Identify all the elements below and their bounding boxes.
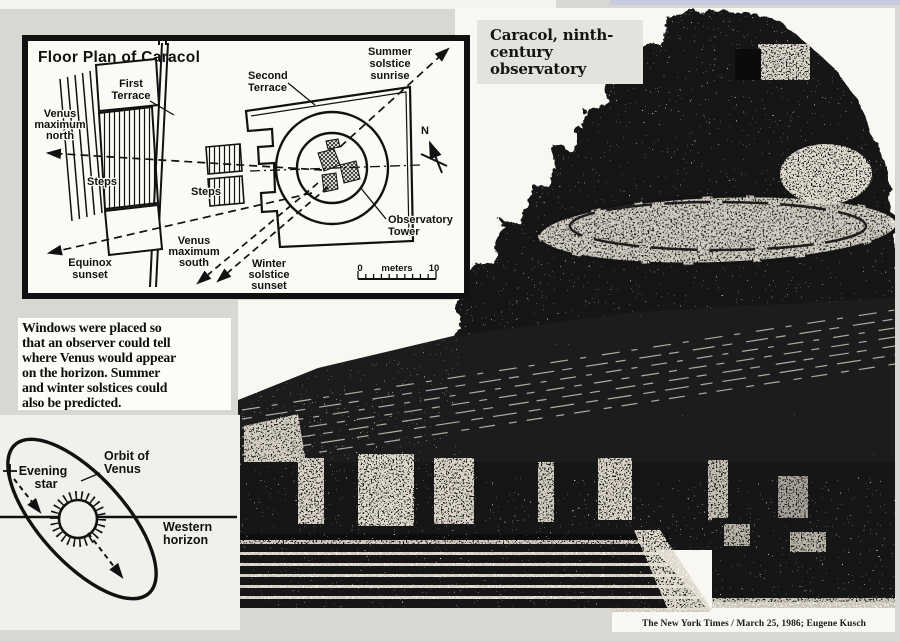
star-descent-arrow: [13, 478, 42, 514]
label-evening-star: star: [35, 477, 58, 491]
compass-icon: [420, 140, 448, 174]
label-observatory-tower: Observatory: [388, 214, 454, 226]
stair-ramp: [634, 530, 712, 610]
label-winter-solstice: sunset: [251, 280, 287, 292]
label-venus-max-south: Venus: [178, 235, 210, 247]
scale-ten: 10: [429, 263, 440, 274]
summer-solstice-arrow: [339, 47, 450, 148]
photo-caption-panel: Caracol, ninth- century observatory: [477, 20, 643, 84]
terrace-platform-wall: [238, 298, 895, 468]
venus-max-south-arrow: [196, 182, 319, 285]
annotation-line: also be predicted.: [22, 394, 122, 410]
sight-lines: [45, 47, 450, 285]
label-compass-n: N: [421, 125, 429, 137]
label-steps-left: Steps: [87, 176, 117, 188]
tower-inner-circle: [295, 131, 369, 205]
label-winter-solstice: Winter: [252, 258, 287, 270]
bottom-right-light-patch-2: [790, 532, 826, 552]
annotation-line: on the horizon. Summer: [22, 364, 161, 380]
second-terrace-pointer: [287, 82, 316, 106]
photo-credit: The New York Times / March 25, 1986; Eug…: [642, 619, 867, 629]
dome-window-light-surround: [758, 44, 810, 80]
bottom-right-light-patch: [724, 524, 750, 546]
label-venus-max-north: Venus: [44, 108, 76, 120]
label-orbit-of-venus: Venus: [104, 462, 141, 476]
winter-solstice-arrow: [216, 186, 329, 283]
upper-platform-inner-line: [250, 91, 410, 237]
label-first-terrace: Terrace: [112, 90, 151, 102]
annotation-line: and winter solstices could: [22, 379, 168, 395]
lower-platform: [59, 42, 169, 288]
annotation-line: where Venus would appear: [22, 349, 177, 365]
sun-rays-icon: [50, 491, 106, 547]
label-first-terrace: First: [119, 78, 143, 90]
evening-star-icon: [3, 464, 17, 478]
label-second-terrace: Second: [248, 70, 288, 82]
colonnade-base-shadow: [238, 534, 668, 542]
top-lavender-strip: [610, 0, 900, 5]
orbit-label-pointer: [80, 472, 101, 482]
caption-line: century: [490, 43, 553, 61]
staircase: [238, 540, 710, 612]
venus-orbit-diagram: Evening star Orbit of Venus Western hori…: [0, 415, 240, 630]
label-western-horizon: Western: [163, 520, 212, 534]
annotation-text-box: Windows were placed so that an observer …: [18, 318, 231, 410]
center-steps: [205, 143, 245, 207]
annotation-line: that an observer could tell: [22, 334, 171, 350]
platform-striations: [241, 309, 895, 465]
caracol-photo: The New York Times / March 25, 1986; Eug…: [238, 8, 895, 632]
dome-base-inner-line: [568, 200, 868, 252]
caption-line: observatory: [490, 60, 587, 78]
label-venus-max-north: maximum: [34, 119, 86, 131]
bottom-right-ground: [712, 598, 895, 608]
label-venus-max-south: maximum: [168, 246, 220, 258]
dome-window-icon: [735, 49, 761, 80]
label-orbit-of-venus: Orbit of: [104, 449, 150, 463]
venus-diagram-background: [0, 415, 240, 630]
caption-line: Caracol, ninth-: [490, 26, 614, 44]
label-summer-solstice: sunrise: [370, 70, 409, 82]
floor-plan-title: Floor Plan of Caracol: [38, 49, 200, 66]
label-steps-center: Steps: [191, 186, 221, 198]
equinox-sunset-arrow: [46, 192, 313, 256]
tower-core-rubble: [317, 138, 361, 193]
floor-plan-diagram: Floor Plan of Caracol: [22, 35, 470, 299]
scale-unit: meters: [381, 263, 412, 274]
label-equinox-sunset: Equinox: [68, 257, 112, 269]
label-winter-solstice: solstice: [249, 269, 290, 281]
label-observatory-tower: Tower: [388, 226, 420, 238]
observatory-tower-pointer: [359, 186, 387, 220]
label-equinox-sunset: sunset: [72, 269, 108, 281]
label-summer-solstice: Summer: [368, 46, 413, 58]
dome-highlight: [780, 144, 872, 204]
east-west-axis-line: [249, 164, 421, 172]
scale-zero: 0: [357, 263, 362, 274]
tower-outer-circle: [274, 110, 390, 226]
dome-base-ledge: [538, 195, 895, 265]
sun-descent-arrow: [87, 532, 124, 579]
label-western-horizon: horizon: [163, 533, 208, 547]
colonnade-columns: [298, 454, 808, 526]
first-terrace-pointer: [149, 100, 175, 116]
top-white-strip: [0, 0, 556, 9]
venus-max-north-arrow: [45, 148, 323, 171]
dome-base-ledge-outline: [536, 193, 895, 267]
label-evening-star: Evening: [19, 464, 68, 478]
scale-bar: 0 meters 10: [357, 263, 440, 280]
venus-orbit-ellipse: [6, 437, 158, 601]
label-venus-max-north: north: [46, 130, 74, 142]
sun-icon: [57, 498, 99, 540]
label-summer-solstice: solstice: [370, 58, 411, 70]
label-second-terrace: Terrace: [248, 82, 287, 94]
annotation-line: Windows were placed so: [22, 320, 162, 335]
label-venus-max-south: south: [179, 257, 209, 269]
